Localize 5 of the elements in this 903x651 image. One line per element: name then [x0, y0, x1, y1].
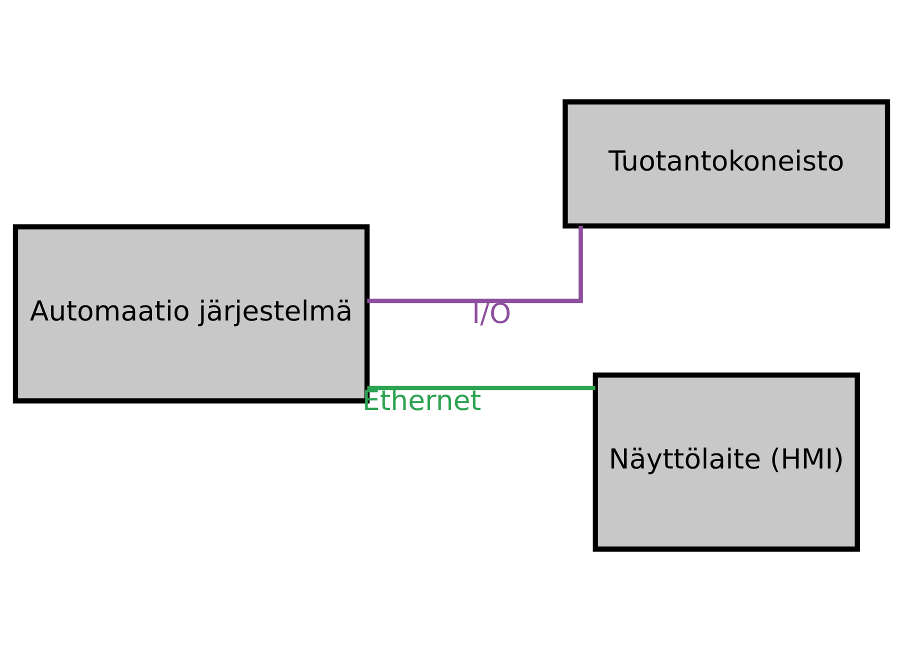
connector [367, 386, 596, 390]
connector [367, 226, 583, 304]
node-box: Tuotantokoneisto [562, 99, 890, 229]
edge-label: I/O [472, 297, 512, 330]
node-box: Näyttölaite (HMI) [592, 372, 860, 552]
